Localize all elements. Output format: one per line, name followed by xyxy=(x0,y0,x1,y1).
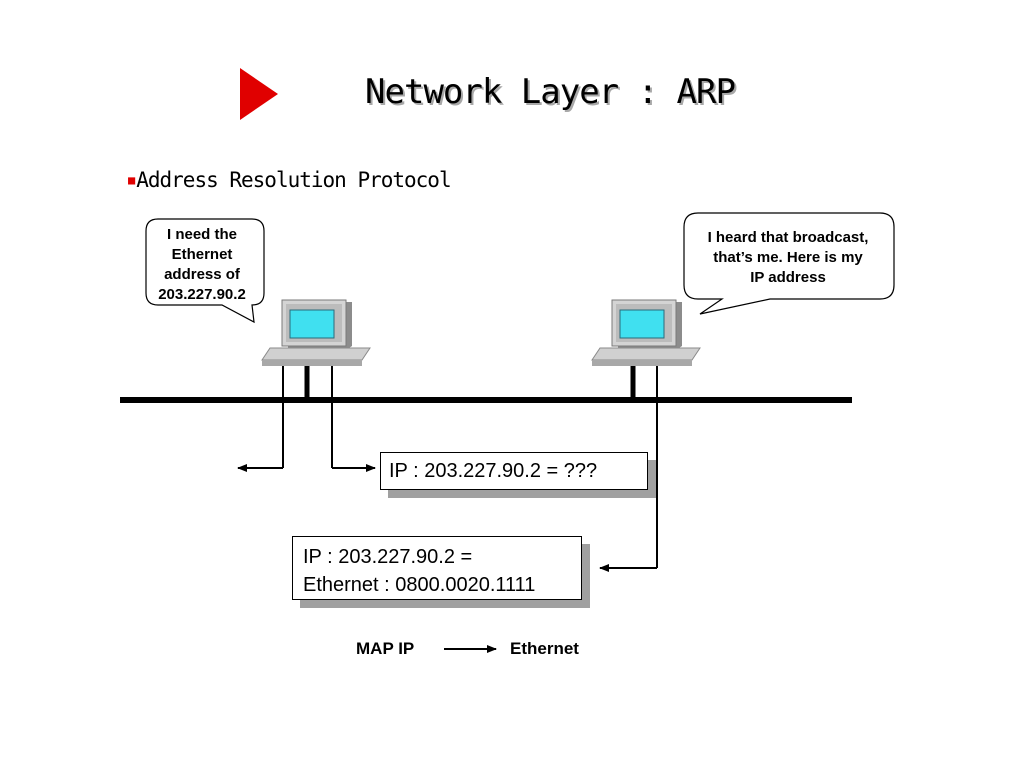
legend-map-ip: MAP IP xyxy=(356,639,415,658)
left-bubble-line: Ethernet xyxy=(171,246,233,263)
legend-ethernet: Ethernet xyxy=(510,639,579,658)
right-bubble-line: IP address xyxy=(750,269,826,286)
arp-reply-box: IP : 203.227.90.2 = Ethernet : 0800.0020… xyxy=(292,536,582,600)
bullet-icon: ■ xyxy=(128,173,135,187)
arp-query-box: IP : 203.227.90.2 = ??? xyxy=(380,452,648,490)
reply-line-ip: IP : 203.227.90.2 = xyxy=(303,546,473,568)
right-bubble-line: that’s me. Here is my xyxy=(713,249,863,266)
left-bubble-text: I need the Ethernet address of 203.227.9… xyxy=(146,225,258,305)
right-bubble-text: I heard that broadcast, that’s me. Here … xyxy=(686,228,890,288)
play-triangle-icon xyxy=(240,68,278,120)
right-speech-bubble xyxy=(683,212,895,315)
subtitle-text: Address Resolution Protocol xyxy=(136,168,451,192)
left-bubble-line: address of xyxy=(164,266,240,283)
computer-icon xyxy=(591,299,701,367)
right-bubble-line: I heard that broadcast, xyxy=(707,229,869,246)
page-title: Network Layer : ARP xyxy=(365,72,736,112)
subtitle: ■Address Resolution Protocol xyxy=(128,168,452,192)
left-speech-bubble xyxy=(145,218,265,324)
computer-icon xyxy=(261,299,371,367)
reply-line-ethernet: Ethernet : 0800.0020.1111 xyxy=(303,574,536,596)
left-bubble-line: I need the xyxy=(166,226,237,243)
left-bubble-line: 203.227.90.2 xyxy=(158,286,246,303)
